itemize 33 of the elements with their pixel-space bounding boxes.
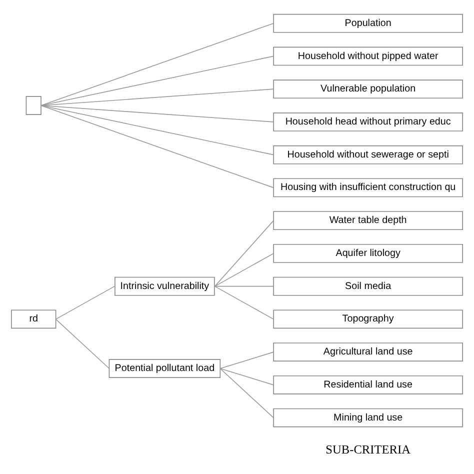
connector (214, 286, 274, 287)
node-box: Agricultural land use (273, 342, 463, 362)
connector (55, 286, 115, 320)
node-box: Mining land use (273, 408, 463, 428)
node-box: Intrinsic vulnerability (114, 276, 215, 296)
node-box: Potential pollutant load (108, 359, 221, 378)
connector (220, 368, 274, 386)
connector (55, 318, 110, 369)
node-box: Aquifer litology (273, 244, 463, 263)
node-box: Soil media (273, 276, 463, 296)
node-box: Vulnerable population (273, 80, 463, 99)
label: SUB-CRITERIA (326, 442, 410, 457)
node-box: Water table depth (273, 211, 463, 230)
connector (40, 56, 274, 106)
connector (214, 286, 274, 320)
connector (40, 88, 274, 106)
connector (220, 368, 274, 418)
connector (40, 22, 274, 106)
connector (214, 220, 274, 287)
node-box: Household without pipped water (273, 46, 463, 66)
node-box: Housing with insufficient construction qu (273, 178, 463, 198)
node-box: rd (11, 310, 56, 329)
node-box: Topography (273, 310, 463, 329)
connector (40, 105, 274, 122)
connector (40, 105, 274, 156)
connector (220, 352, 274, 369)
connector (40, 105, 274, 188)
node-box: Population (273, 14, 463, 33)
connector (214, 253, 274, 287)
node-box: Residential land use (273, 375, 463, 394)
node-box (26, 96, 42, 115)
node-box: Household without sewerage or septi (273, 145, 463, 164)
node-box: Household head without primary educ (273, 112, 463, 132)
